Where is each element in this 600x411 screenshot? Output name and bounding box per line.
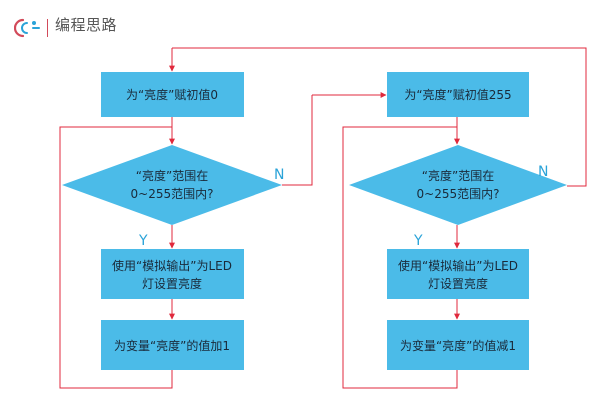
- right-cond-line2: 0~255范围内?: [417, 187, 500, 201]
- header-divider: [47, 19, 48, 37]
- left-update-node: [101, 320, 244, 370]
- logo-icon: [14, 18, 40, 38]
- page-header: 编程思路: [0, 0, 600, 48]
- left-cond-line2: 0~255范围内?: [131, 187, 214, 201]
- right-yes-label: Y: [413, 233, 423, 249]
- left-no-connector: [282, 95, 313, 186]
- left-update-label: 为变量“亮度”的值加1: [114, 338, 230, 353]
- right-output-line2: 灯设置亮度: [428, 276, 488, 291]
- left-yes-label: Y: [138, 233, 148, 249]
- left-output-line2: 灯设置亮度: [142, 276, 202, 291]
- right-loop-connector: [342, 126, 458, 389]
- right-no-label: N: [538, 164, 548, 180]
- left-init-label: 为“亮度”赋初值0: [126, 87, 218, 102]
- left-cond-line1: “亮度”范围在: [136, 168, 208, 183]
- left-output-line1: 使用“模拟输出”为LED: [112, 258, 232, 273]
- right-output-node: [387, 249, 529, 299]
- right-condition-node: [349, 145, 567, 225]
- right-init-label: 为“亮度”赋初值255: [404, 87, 511, 102]
- page-title: 编程思路: [55, 16, 118, 34]
- right-update-label: 为变量“亮度”的值减1: [400, 338, 516, 353]
- right-init-node: [387, 72, 529, 117]
- right-cond-line1: “亮度”范围在: [422, 168, 494, 183]
- left-output-node: [101, 249, 244, 299]
- left-init-node: [101, 72, 244, 117]
- left-no-label: N: [274, 167, 284, 183]
- left-loop-connector: [59, 126, 173, 389]
- right-update-node: [387, 320, 529, 370]
- top-loop-connector: [172, 47, 587, 187]
- left-condition-node: [62, 145, 282, 225]
- right-output-line1: 使用“模拟输出”为LED: [398, 258, 518, 273]
